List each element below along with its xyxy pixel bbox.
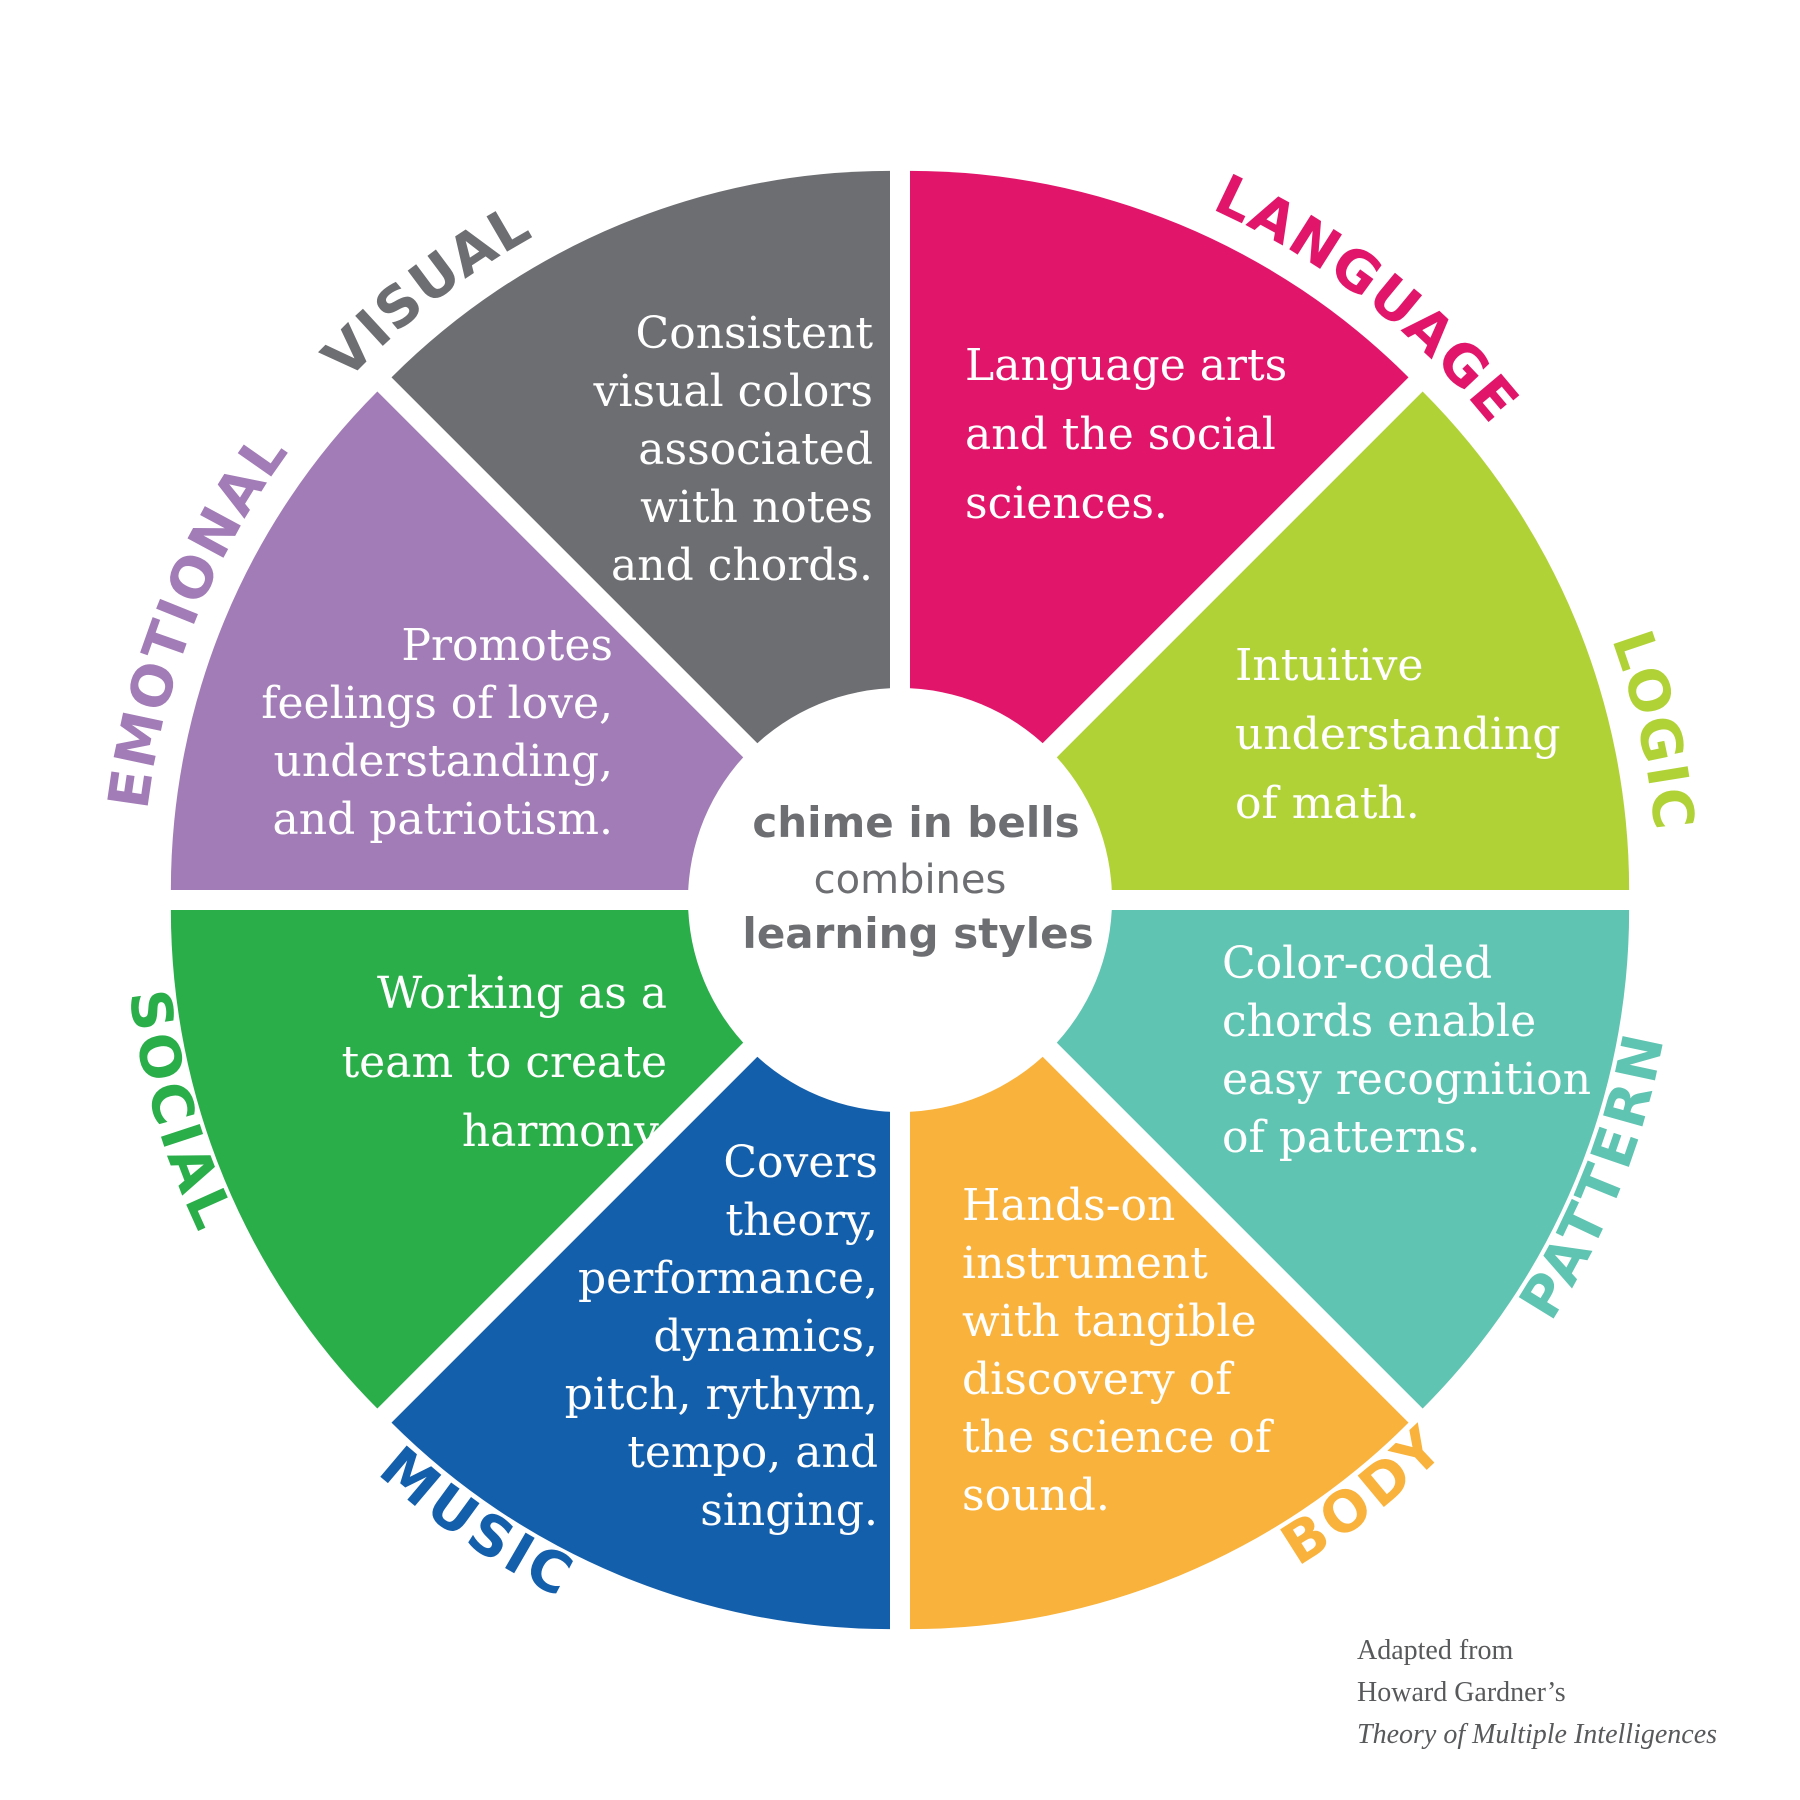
- segment-text-line: Hands-on: [962, 1180, 1175, 1231]
- segment-text-line: easy recognition: [1222, 1054, 1591, 1105]
- segment-text-line: tempo, and: [627, 1427, 878, 1478]
- segment-text-line: dynamics,: [653, 1311, 878, 1362]
- credit-note: Adapted from Howard Gardner’s Theory of …: [1357, 1630, 1777, 1756]
- segment-text-line: with tangible: [962, 1296, 1257, 1347]
- segment-emotional: [170, 391, 876, 890]
- segment-text-line: sciences.: [965, 478, 1168, 529]
- segment-text-line: theory,: [725, 1195, 878, 1246]
- segment-text-line: pitch, rythym,: [565, 1369, 878, 1420]
- segment-text-line: feelings of love,: [261, 678, 613, 729]
- credit-line-2: Howard Gardner’s: [1357, 1677, 1566, 1708]
- segment-text-music: Covers theory, performance, dynamics, pitch,…: [565, 1137, 878, 1536]
- segment-text-line: Color-coded: [1222, 938, 1492, 989]
- segment-text-line: harmony.: [462, 1106, 667, 1157]
- segment-text-language: Language arts and the social sciences.: [965, 340, 1287, 529]
- segment-text-line: and patriotism.: [273, 794, 613, 845]
- segment-music: [391, 924, 890, 1630]
- center-subtitle: combines: [814, 857, 1007, 903]
- credit-line-1: Adapted from: [1357, 1635, 1514, 1666]
- segment-text-line: instrument: [962, 1238, 1208, 1289]
- segment-text-line: understanding,: [274, 736, 613, 787]
- segment-text-line: associated: [638, 424, 873, 475]
- segment-text-line: team to create: [342, 1037, 668, 1088]
- segment-text-line: chords enable: [1222, 996, 1536, 1047]
- segment-text-line: of patterns.: [1222, 1112, 1481, 1163]
- segment-text-line: Promotes: [401, 620, 613, 671]
- segment-text-line: understanding: [1235, 709, 1561, 760]
- segment-text-line: singing.: [700, 1485, 878, 1536]
- segment-text-line: and chords.: [611, 540, 873, 591]
- center-circle: [688, 688, 1112, 1112]
- segment-logic: [924, 391, 1630, 890]
- center-tagline: learning styles: [742, 909, 1093, 958]
- segment-text-line: with notes: [640, 482, 873, 533]
- segment-text-line: performance,: [578, 1253, 878, 1304]
- segment-text-line: of math.: [1235, 778, 1420, 829]
- segment-pattern: [924, 910, 1630, 1409]
- segment-text-social: Working as a team to create harmony.: [342, 968, 668, 1157]
- segment-text-emotional: Promotes feelings of love, understanding, a…: [261, 620, 613, 845]
- segment-text-line: discovery of: [962, 1354, 1234, 1405]
- segment-text-line: the science of: [962, 1412, 1274, 1463]
- credit-line-3: Theory of Multiple Intelligences: [1357, 1719, 1718, 1750]
- svg-text:chime in bells combines: chime in bells combines learning styles: [742, 798, 1093, 958]
- segment-language: [910, 170, 1409, 876]
- segment-text-line: visual colors: [593, 366, 873, 417]
- segment-text-line: Language arts: [965, 340, 1287, 391]
- segment-text-line: Covers: [723, 1137, 878, 1188]
- center-title: chime in bells: [752, 798, 1079, 847]
- segment-text-line: sound.: [962, 1470, 1110, 1521]
- segment-text-visual: Consistent visual colors associated with no…: [593, 308, 874, 591]
- segment-text-line: and the social: [965, 409, 1276, 460]
- segment-text-line: Working as a: [377, 968, 667, 1019]
- segment-social: [170, 910, 876, 1409]
- segment-text-logic: Intuitive understanding of math.: [1235, 640, 1561, 829]
- segment-text-pattern: Color-coded chords enable easy recognition…: [1222, 938, 1591, 1163]
- segment-text-body: Hands-on instrument with tangible discovery…: [962, 1180, 1274, 1521]
- segment-text-line: Intuitive: [1235, 640, 1423, 691]
- segment-body: [910, 924, 1409, 1630]
- segment-text-line: Consistent: [636, 308, 874, 359]
- segment-visual: [391, 170, 890, 876]
